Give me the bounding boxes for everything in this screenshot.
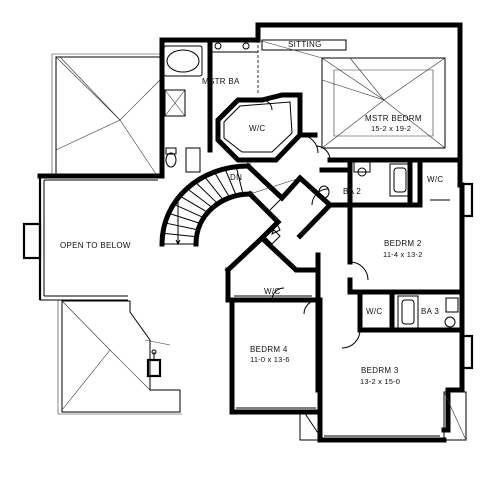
- stair-tread: [213, 171, 231, 198]
- room-label-bedrm3: BEDRM 3: [361, 366, 399, 375]
- stair-tread: [164, 222, 199, 231]
- master-bath: [163, 37, 259, 173]
- stair-tread: [194, 181, 219, 205]
- room-label-sitting: SITTING: [288, 40, 322, 49]
- stair-tread: [173, 203, 204, 219]
- stair-label-dn: DN: [230, 173, 242, 182]
- stair-tread: [186, 188, 213, 209]
- room-label-bedrm4: BEDRM 4: [250, 345, 288, 354]
- bath-2: [311, 157, 413, 208]
- open-below-rail: [43, 179, 158, 297]
- room-label-mstr-bedrm: MSTR BEDRM: [365, 114, 422, 123]
- stair-tread: [168, 212, 201, 225]
- master-bedroom: [257, 39, 463, 163]
- wic-bath-2: [407, 157, 450, 208]
- chimney-detail: [146, 349, 162, 378]
- stair-tread: [224, 168, 237, 196]
- bedroom-4: [236, 297, 321, 409]
- bedroom-3: [317, 297, 440, 437]
- bedroom-2: [347, 202, 459, 295]
- room-label-wic-ba2: W/C: [427, 175, 443, 184]
- room-dims-bedrm2: 11-4 x 13-2: [383, 250, 423, 259]
- stair-tread: [203, 176, 224, 201]
- label-open-to-below: OPEN TO BELOW: [60, 241, 131, 250]
- stair: [159, 163, 253, 247]
- room-dims-bedrm3: 13-2 x 15-0: [360, 377, 400, 386]
- roof-lower-left: [57, 300, 182, 415]
- room-label-mstr-ba: MSTR BA: [202, 77, 240, 86]
- room-label-ba3: BA 3: [421, 307, 439, 316]
- wic-bedroom-4: [224, 234, 321, 303]
- stair-tread: [179, 195, 209, 213]
- room-label-wic-bedrm4: W/C: [264, 287, 280, 296]
- room-label-ba2: BA 2: [343, 187, 361, 196]
- stair-tread: [162, 232, 197, 238]
- roof-left: [51, 53, 161, 175]
- bay-windows: [22, 182, 474, 441]
- room-label-wic-bedrm3: W/C: [366, 307, 382, 316]
- room-label-mstr-wic: W/C: [249, 124, 265, 133]
- stair-tread: [235, 166, 244, 195]
- room-dims-bedrm4: 11-0 x 13-6: [250, 355, 290, 364]
- room-label-bedrm2: BEDRM 2: [384, 239, 422, 248]
- bath-3: [389, 295, 465, 333]
- room-dims-mstr-bedrm: 15-2 x 19-2: [371, 124, 411, 133]
- hall: [244, 162, 334, 245]
